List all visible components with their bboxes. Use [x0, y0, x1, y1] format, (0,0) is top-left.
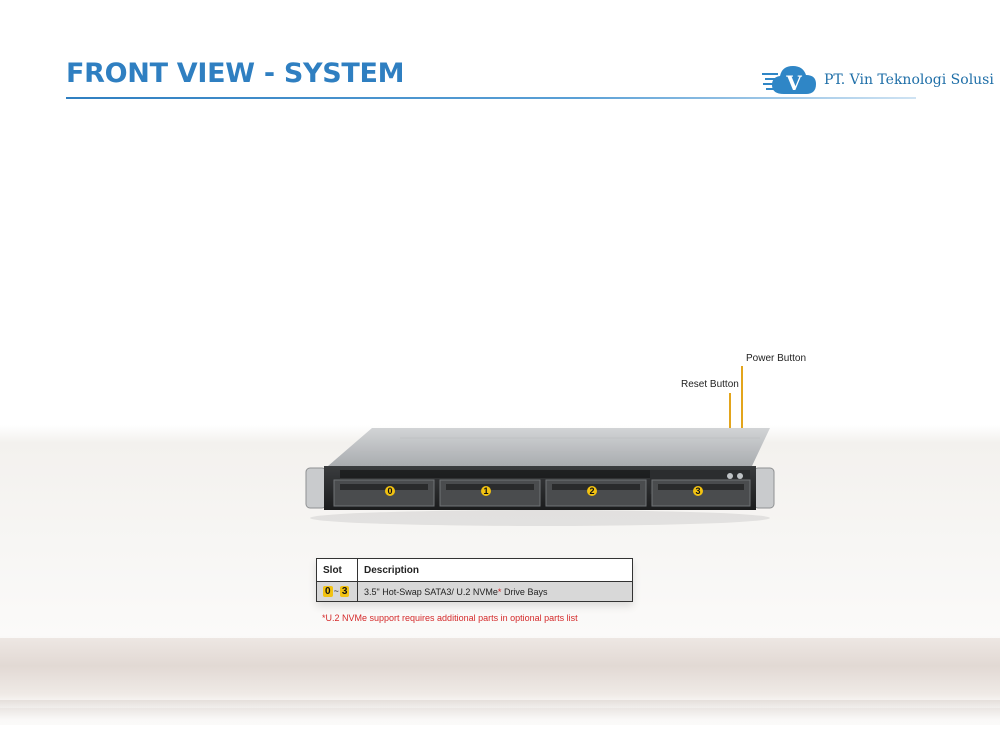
bay-2-number: 2 — [589, 486, 594, 496]
bay-3-number: 3 — [695, 486, 700, 496]
reset-button-label: Reset Button — [681, 379, 739, 390]
description-cell: 3.5" Hot-Swap SATA3/ U.2 NVMe* Drive Bay… — [357, 581, 633, 602]
description-tail: Drive Bays — [501, 586, 548, 597]
page-title: FRONT VIEW - SYSTEM — [66, 58, 405, 89]
description-text: 3.5" Hot-Swap SATA3/ U.2 NVMe — [364, 586, 498, 597]
bay-1-marker — [481, 486, 491, 496]
footnote: *U.2 NVMe support requires additional pa… — [322, 613, 578, 623]
slot-to: 3 — [339, 586, 350, 597]
server-chassis-image: 0 1 2 3 — [305, 428, 775, 526]
header-description: Description — [357, 558, 633, 582]
bay-0-number: 0 — [387, 486, 392, 496]
bay-2-marker — [587, 486, 597, 496]
background-floor — [0, 700, 1000, 750]
bay-1-number: 1 — [483, 486, 488, 496]
power-button-label: Power Button — [746, 353, 807, 364]
bay-3-marker — [693, 486, 703, 496]
slot-separator: ~ — [333, 586, 339, 596]
cloud-v-logo-icon: V — [762, 66, 816, 95]
slot-from: 0 — [323, 586, 333, 597]
bay-0-marker — [385, 486, 395, 496]
table-row: 0~3 3.5" Hot-Swap SATA3/ U.2 NVMe* Drive… — [316, 581, 633, 602]
description-asterisk: * — [497, 586, 502, 597]
header-slot: Slot — [316, 558, 358, 582]
svg-text:V: V — [785, 71, 802, 95]
company-name: PT. Vin Teknologi Solusi — [824, 72, 994, 88]
company-logo: V PT. Vin Teknologi Solusi — [762, 60, 994, 100]
power-callout-line — [741, 366, 743, 469]
slot-cell: 0~3 — [316, 581, 358, 602]
slot-spec-table: Slot Description 0~3 3.5" Hot-Swap SATA3… — [316, 558, 633, 602]
title-underline — [66, 97, 916, 99]
background-shelf-edge — [0, 638, 1000, 708]
table-header-row: Slot Description — [316, 558, 633, 582]
